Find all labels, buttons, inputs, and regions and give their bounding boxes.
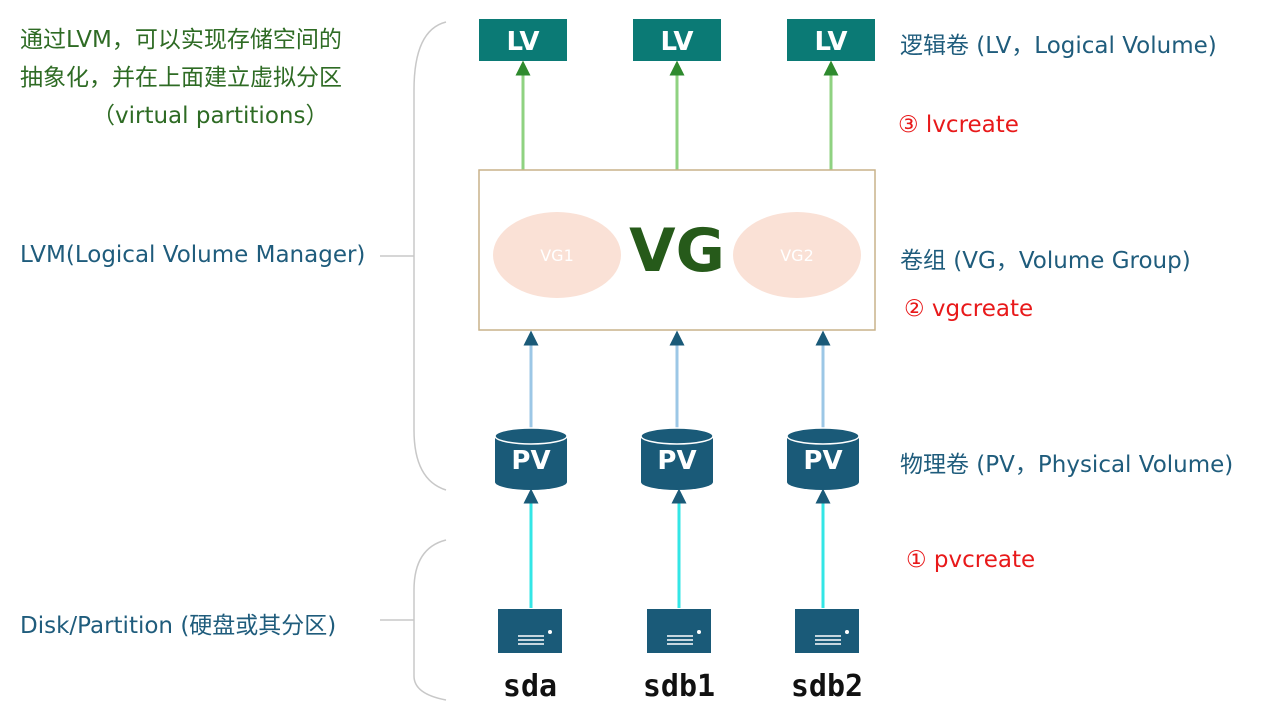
pv-cylinder-2: PV <box>640 427 714 490</box>
lvm-note-line1: 通过LVM，可以实现存储空间的 <box>20 27 342 53</box>
lvm-label: LVM(Logical Volume Manager) <box>20 242 366 268</box>
disk-name-sdb1: sdb1 <box>643 669 715 704</box>
vg-title: VG <box>629 216 725 286</box>
lvm-note-line3: （virtual partitions） <box>92 103 329 129</box>
vg1-label: VG1 <box>540 246 574 265</box>
disk-name-sdb2: sdb2 <box>791 669 863 704</box>
pv-label: PV <box>803 446 842 476</box>
disk-partition-label: Disk/Partition (硬盘或其分区) <box>20 613 337 639</box>
lv-description: 逻辑卷 (LV，Logical Volume) <box>900 33 1217 59</box>
pv-label: PV <box>511 446 550 476</box>
lv-label: LV <box>506 27 539 57</box>
disk-icon <box>498 609 562 653</box>
pv-cylinder-3: PV <box>786 427 860 490</box>
vg2-label: VG2 <box>780 246 814 265</box>
disk-icon <box>795 609 859 653</box>
pv-label: PV <box>657 446 696 476</box>
step-lvcreate: ③ lvcreate <box>898 112 1019 138</box>
lv-label: LV <box>814 27 847 57</box>
step-vgcreate: ② vgcreate <box>904 296 1034 322</box>
lvm-note-line2: 抽象化，并在上面建立虚拟分区 <box>20 65 342 91</box>
lv-box-3: LV <box>787 19 875 61</box>
disk-brace <box>413 539 447 701</box>
disk-name-sda: sda <box>503 669 557 704</box>
vg2-ellipse <box>733 212 861 298</box>
lv-box-2: LV <box>633 19 721 61</box>
step-pvcreate: ① pvcreate <box>906 547 1036 573</box>
vg-description: 卷组 (VG，Volume Group) <box>900 248 1191 274</box>
pv-cylinder-1: PV <box>494 427 568 490</box>
pv-description: 物理卷 (PV，Physical Volume) <box>900 452 1234 478</box>
vg1-ellipse <box>493 212 621 298</box>
lv-box-1: LV <box>479 19 567 61</box>
lv-label: LV <box>660 27 693 57</box>
disk-icon <box>647 609 711 653</box>
lvm-brace <box>413 21 447 491</box>
